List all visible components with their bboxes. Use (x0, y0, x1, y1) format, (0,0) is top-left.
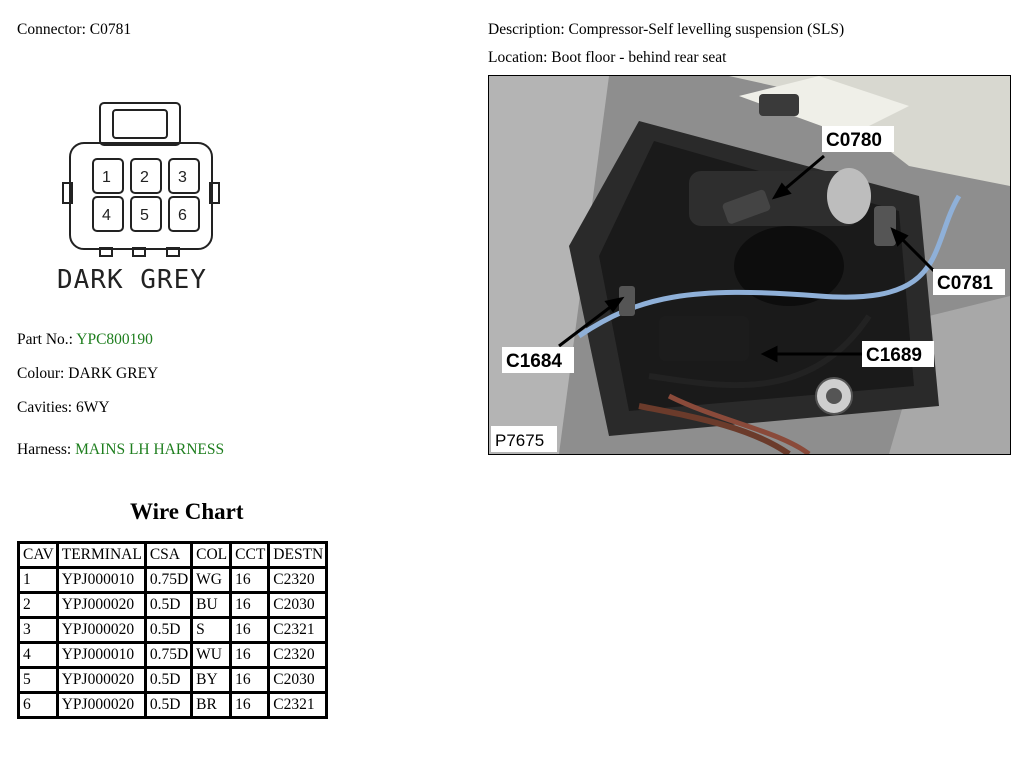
cell-cav: 4 (17, 641, 59, 669)
part-number-link[interactable]: YPC800190 (76, 331, 153, 348)
location-line: Location: Boot floor - behind rear seat (488, 49, 726, 67)
harness-link[interactable]: MAINS LH HARNESS (75, 441, 225, 458)
cell-cct: 16 (229, 641, 271, 669)
location-label: Location: (488, 49, 548, 66)
description-label: Description: (488, 21, 565, 38)
connector-heading: Connector: C0781 (17, 21, 131, 39)
cell-cav: 3 (17, 616, 59, 644)
cell-terminal: YPJ000020 (55, 616, 147, 644)
cell-col: BR (190, 691, 233, 719)
cavities-label: Cavities: (17, 399, 73, 416)
cell-terminal: YPJ000010 (55, 641, 147, 669)
cell-cav: 2 (17, 591, 59, 619)
cell-cct: 16 (229, 591, 271, 619)
photo-reference: P7675 (495, 431, 544, 450)
cell-destn: C2320 (267, 566, 329, 594)
cell-destn: C2321 (267, 616, 329, 644)
colour-value: DARK GREY (68, 365, 159, 382)
cell-destn: C2320 (267, 641, 329, 669)
column-header: CAV (17, 541, 59, 569)
table-header-row: CAV TERMINAL CSA COL CCT DESTN (17, 541, 329, 569)
column-header: CSA (143, 541, 194, 569)
pin-3-label: 3 (178, 169, 187, 186)
part-label: Part No.: (17, 331, 73, 348)
table-row: 6 YPJ000020 0.5D BR 16 C2321 (17, 691, 329, 719)
callout-c1689: C1689 (866, 345, 922, 366)
pin-5-label: 5 (140, 207, 149, 224)
cell-csa: 0.5D (143, 616, 194, 644)
cell-cct: 16 (229, 616, 271, 644)
connector-label: Connector: (17, 21, 86, 38)
harness-label: Harness: (17, 441, 72, 458)
cell-destn: C2030 (267, 591, 329, 619)
connector-colour-caption: DARK GREY (57, 265, 207, 295)
pin-1-label: 1 (102, 169, 111, 186)
pin-2-label: 2 (140, 169, 149, 186)
cell-cav: 5 (17, 666, 59, 694)
colour-label: Colour: (17, 365, 65, 382)
table-row: 3 YPJ000020 0.5D S 16 C2321 (17, 616, 329, 644)
location-photo: C0780 C0781 C1684 C1689 P7675 (488, 75, 1011, 455)
description-value: Compressor-Self levelling suspension (SL… (568, 21, 845, 38)
cell-csa: 0.5D (143, 666, 194, 694)
cell-cct: 16 (229, 691, 271, 719)
column-header: TERMINAL (55, 541, 147, 569)
table-row: 5 YPJ000020 0.5D BY 16 C2030 (17, 666, 329, 694)
cell-cav: 1 (17, 566, 59, 594)
column-header: COL (190, 541, 233, 569)
table-row: 1 YPJ000010 0.75D WG 16 C2320 (17, 566, 329, 594)
cavities-value: 6WY (75, 399, 110, 416)
wire-chart-title: Wire Chart (130, 499, 244, 524)
cell-col: WG (190, 566, 233, 594)
cell-col: WU (190, 641, 233, 669)
cavities-line: Cavities: 6WY (17, 399, 110, 417)
cell-csa: 0.75D (143, 641, 194, 669)
callout-c0780: C0780 (826, 130, 882, 151)
cell-terminal: YPJ000020 (55, 691, 147, 719)
cell-cct: 16 (229, 566, 271, 594)
connector-face-diagram: 1 2 3 4 5 6 DARK GREY (57, 102, 220, 295)
cell-terminal: YPJ000010 (55, 566, 147, 594)
callout-c0781: C0781 (937, 273, 993, 294)
harness-line: Harness: MAINS LH HARNESS (17, 441, 224, 459)
cell-cct: 16 (229, 666, 271, 694)
pin-6-label: 6 (178, 207, 187, 224)
column-header: CCT (229, 541, 271, 569)
part-number-line: Part No.: YPC800190 (17, 331, 153, 349)
wire-chart-table: CAV TERMINAL CSA COL CCT DESTN 1 YPJ0000… (17, 541, 329, 719)
cell-csa: 0.75D (143, 566, 194, 594)
cell-csa: 0.5D (143, 591, 194, 619)
cell-col: BY (190, 666, 233, 694)
table-row: 2 YPJ000020 0.5D BU 16 C2030 (17, 591, 329, 619)
cell-cav: 6 (17, 691, 59, 719)
location-value: Boot floor - behind rear seat (551, 49, 727, 66)
cell-destn: C2030 (267, 666, 329, 694)
table-row: 4 YPJ000010 0.75D WU 16 C2320 (17, 641, 329, 669)
cell-col: S (190, 616, 233, 644)
cell-col: BU (190, 591, 233, 619)
connector-value: C0781 (89, 21, 132, 38)
description-line: Description: Compressor-Self levelling s… (488, 21, 844, 39)
column-header: DESTN (267, 541, 329, 569)
cell-destn: C2321 (267, 691, 329, 719)
pin-4-label: 4 (102, 207, 111, 224)
cell-terminal: YPJ000020 (55, 591, 147, 619)
cell-csa: 0.5D (143, 691, 194, 719)
location-photo-illustration: C0780 C0781 C1684 C1689 P7675 (489, 76, 1010, 454)
callout-c1684: C1684 (506, 351, 562, 372)
colour-line: Colour: DARK GREY (17, 365, 158, 383)
cell-terminal: YPJ000020 (55, 666, 147, 694)
